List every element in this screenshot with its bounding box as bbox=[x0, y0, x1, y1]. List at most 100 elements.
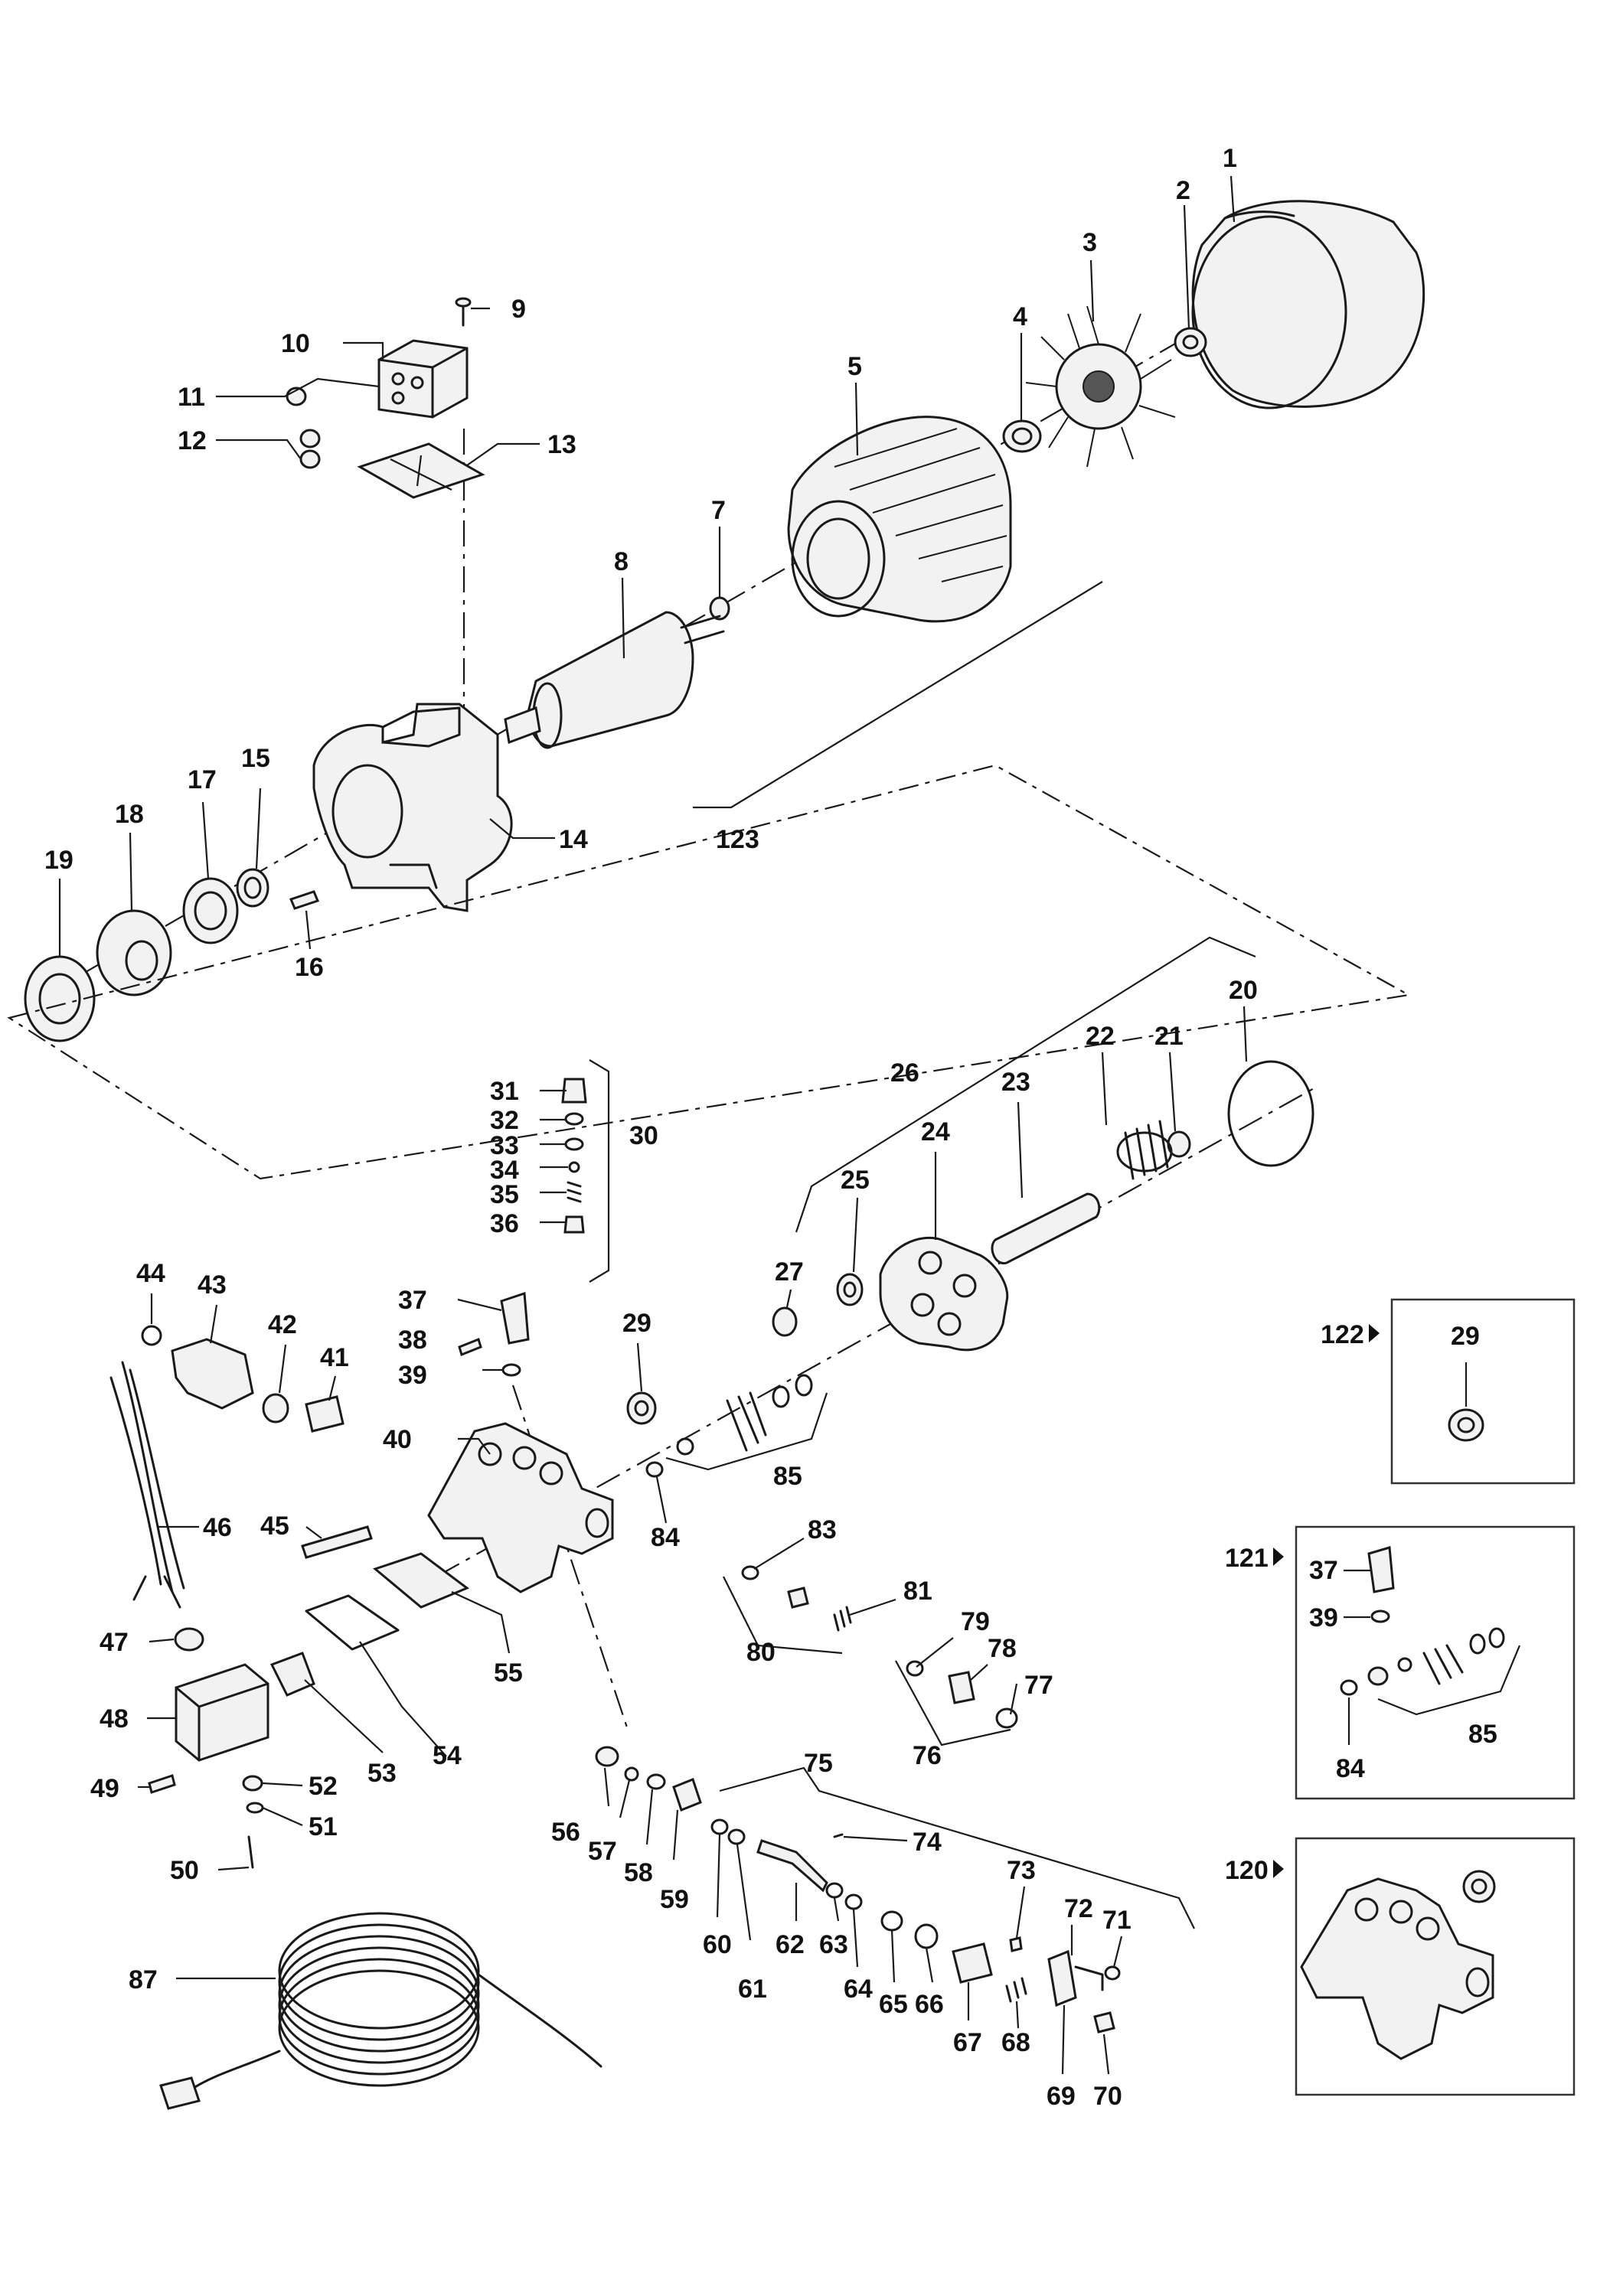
label-50: 50 bbox=[170, 1856, 199, 1885]
kit-121-valve-parts bbox=[1340, 1627, 1505, 1696]
label-51: 51 bbox=[309, 1812, 338, 1841]
label-62: 62 bbox=[776, 1930, 805, 1959]
ball-bearing bbox=[182, 877, 239, 944]
label-kit-121: 121 bbox=[1225, 1544, 1269, 1573]
label-67: 67 bbox=[953, 2028, 982, 2057]
label-63: 63 bbox=[819, 1930, 848, 1959]
junction-box bbox=[377, 339, 469, 419]
label-16: 16 bbox=[295, 953, 324, 982]
label-85: 85 bbox=[773, 1462, 802, 1491]
label-61: 61 bbox=[738, 1975, 767, 2004]
label-7: 7 bbox=[711, 496, 726, 525]
label-20: 20 bbox=[1229, 976, 1258, 1005]
valve-parts-77-85 bbox=[645, 1374, 1018, 1729]
cable-gland-part-12 bbox=[299, 429, 321, 469]
kit-box-121 bbox=[1273, 1525, 1576, 1800]
label-65: 65 bbox=[879, 1990, 908, 2019]
label-43: 43 bbox=[198, 1270, 227, 1300]
kit-121-o-ring bbox=[1370, 1609, 1390, 1623]
label-18: 18 bbox=[115, 800, 144, 829]
seal-ring-part-4 bbox=[1002, 419, 1042, 453]
label-kit-121-part-85: 85 bbox=[1468, 1720, 1497, 1749]
spring-part-22 bbox=[1116, 1120, 1173, 1180]
label-9: 9 bbox=[511, 295, 526, 324]
group-bracket-75 bbox=[719, 1766, 1195, 1929]
motor-rotor bbox=[504, 611, 725, 749]
kit-122-marker bbox=[1369, 1324, 1380, 1342]
pump-flange bbox=[879, 1236, 1009, 1352]
label-48: 48 bbox=[100, 1704, 129, 1733]
label-57: 57 bbox=[588, 1837, 617, 1866]
label-41: 41 bbox=[320, 1343, 349, 1372]
part-labels: 1 2 3 4 5 7 8 9 10 11 12 13 14 15 16 17 … bbox=[44, 144, 1497, 2111]
cable-bundle bbox=[109, 1361, 185, 1609]
seal-part-29 bbox=[626, 1391, 657, 1425]
kit-120-seal bbox=[1462, 1870, 1496, 1903]
label-kit-121-part-84: 84 bbox=[1336, 1754, 1365, 1783]
group-bracket-85 bbox=[665, 1392, 828, 1471]
label-66: 66 bbox=[915, 1990, 944, 2019]
inlet-filter-part-41 bbox=[305, 1395, 345, 1433]
label-33: 33 bbox=[490, 1131, 519, 1160]
leader-lines bbox=[58, 175, 1248, 2075]
label-14: 14 bbox=[559, 825, 588, 854]
kit-121-valve-plug bbox=[1367, 1546, 1395, 1593]
cover-part-55 bbox=[372, 1552, 469, 1609]
kit-box-120 bbox=[1273, 1837, 1576, 2096]
motor-stator bbox=[787, 416, 1012, 623]
washer-part-42 bbox=[262, 1393, 289, 1424]
cap-part-52 bbox=[242, 1775, 263, 1792]
label-69: 69 bbox=[1047, 2082, 1076, 2111]
gasket-part-54 bbox=[305, 1594, 400, 1651]
label-46: 46 bbox=[203, 1513, 232, 1542]
label-42: 42 bbox=[268, 1310, 297, 1339]
label-39: 39 bbox=[398, 1361, 427, 1390]
label-37: 37 bbox=[398, 1286, 427, 1315]
label-22: 22 bbox=[1086, 1022, 1115, 1051]
label-13: 13 bbox=[547, 430, 576, 459]
group-bracket-30 bbox=[589, 1059, 610, 1283]
o-ring-part-39 bbox=[501, 1363, 521, 1377]
label-21: 21 bbox=[1154, 1022, 1184, 1051]
section-dashed-outline bbox=[7, 764, 1412, 1180]
valve-parts-56-74 bbox=[595, 1746, 1121, 2033]
junction-box-gasket bbox=[357, 442, 485, 499]
label-75: 75 bbox=[804, 1749, 833, 1778]
label-1: 1 bbox=[1223, 144, 1237, 173]
label-45: 45 bbox=[260, 1512, 289, 1541]
label-23: 23 bbox=[1001, 1068, 1030, 1097]
pump-head bbox=[427, 1422, 614, 1593]
screw-part-9 bbox=[455, 297, 472, 327]
label-34: 34 bbox=[490, 1156, 519, 1185]
bolt-part-45 bbox=[301, 1525, 373, 1559]
label-56: 56 bbox=[551, 1818, 580, 1847]
label-11: 11 bbox=[178, 383, 205, 412]
label-84: 84 bbox=[651, 1523, 680, 1552]
label-kit-121-part-39: 39 bbox=[1309, 1603, 1338, 1632]
label-49: 49 bbox=[90, 1774, 119, 1803]
label-27: 27 bbox=[775, 1257, 804, 1287]
label-78: 78 bbox=[988, 1634, 1017, 1663]
label-12: 12 bbox=[178, 426, 207, 455]
group-bracket-80 bbox=[723, 1576, 843, 1655]
label-123: 123 bbox=[716, 825, 759, 854]
kit-122-seal bbox=[1448, 1408, 1484, 1442]
label-40: 40 bbox=[383, 1425, 412, 1454]
label-64: 64 bbox=[844, 1975, 873, 2004]
pin-part-50 bbox=[247, 1835, 254, 1869]
kit-121-marker bbox=[1273, 1548, 1284, 1566]
label-kit-120: 120 bbox=[1225, 1856, 1269, 1885]
label-53: 53 bbox=[367, 1759, 397, 1788]
micro-switch bbox=[269, 1652, 315, 1697]
kit-120-marker bbox=[1273, 1860, 1284, 1878]
label-74: 74 bbox=[913, 1828, 942, 1857]
label-81: 81 bbox=[903, 1577, 932, 1606]
seal-ring-part-2 bbox=[1174, 327, 1207, 357]
o-ring-part-51 bbox=[246, 1802, 264, 1814]
label-73: 73 bbox=[1007, 1856, 1036, 1885]
label-83: 83 bbox=[808, 1515, 837, 1544]
label-71: 71 bbox=[1102, 1906, 1132, 1935]
label-3: 3 bbox=[1083, 228, 1097, 257]
motor-cover-cap bbox=[1191, 200, 1425, 409]
